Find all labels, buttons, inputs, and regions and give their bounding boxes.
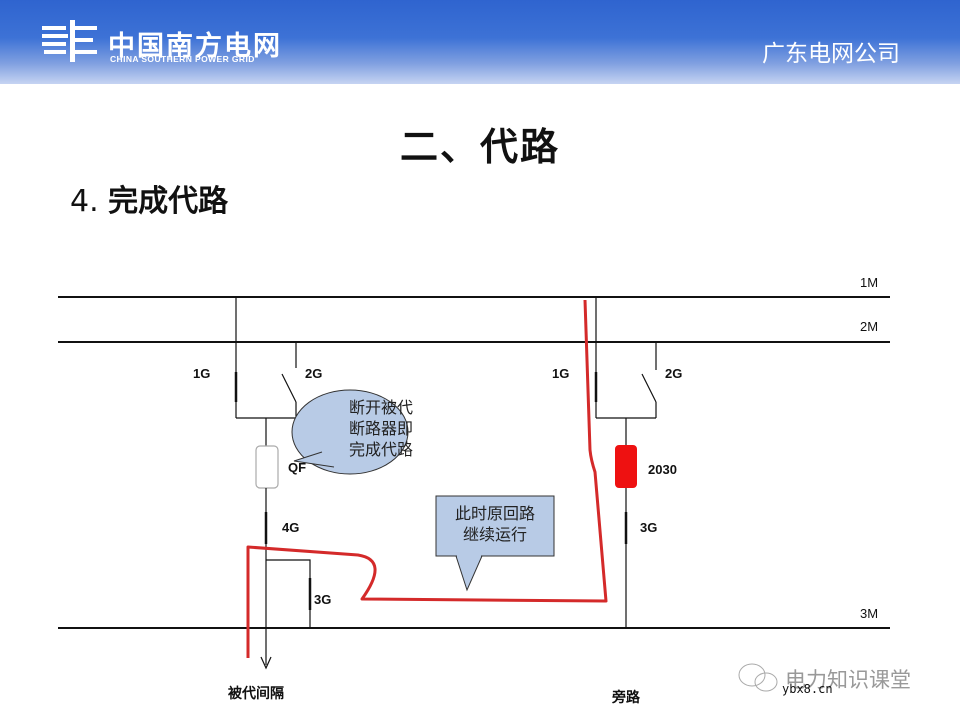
csg-logo-icon (42, 20, 97, 62)
bus-label-3m: 3M (860, 606, 879, 621)
watermark-text: 电力知识课堂 (785, 668, 911, 692)
slide-title: 二、代路 (399, 125, 560, 169)
current-path (246, 299, 608, 658)
box-text: 此时原回路 继续运行 (454, 504, 535, 544)
brand-name-en: CHINA SOUTHERN POWER GRID (110, 54, 255, 64)
bus-label-1m: 1M (860, 275, 879, 290)
callout-box (435, 495, 555, 557)
left-2g-label: 2G (305, 366, 323, 381)
watermark-url: ybx8.cn (782, 682, 833, 696)
right-3g-label: 3G (640, 520, 658, 535)
right-2030-label: 2030 (648, 462, 677, 477)
left-bay (234, 297, 312, 670)
bypass-bay-label: 旁路 (612, 690, 640, 706)
bypass-bay (594, 297, 657, 628)
left-1g-label: 1G (193, 366, 211, 381)
subtitle-text: 完成代路 (108, 184, 229, 219)
breaker-2030-closed (615, 445, 637, 488)
left-qf-label: QF (288, 460, 307, 475)
company-name: 广东电网公司 (762, 41, 900, 67)
brand-name-cn: 中国南方电网 (108, 31, 282, 62)
right-2g-label: 2G (665, 366, 683, 381)
left-bay-label: 被代间隔 (228, 686, 284, 702)
right-1g-label: 1G (552, 366, 570, 381)
header-banner: 中国南方电网 CHINA SOUTHERN POWER GRID 广东电网公司 (0, 0, 960, 84)
wechat-icon (738, 663, 778, 692)
bus-label-2m: 2M (860, 319, 879, 334)
slide-subtitle: 4. 完成代路 (70, 176, 228, 220)
subtitle-number: 4. (70, 184, 99, 219)
left-3g-label: 3G (314, 592, 332, 607)
bubble-text: 断开被代 断路器即 完成代路 (348, 398, 413, 459)
left-4g-label: 4G (282, 520, 300, 535)
